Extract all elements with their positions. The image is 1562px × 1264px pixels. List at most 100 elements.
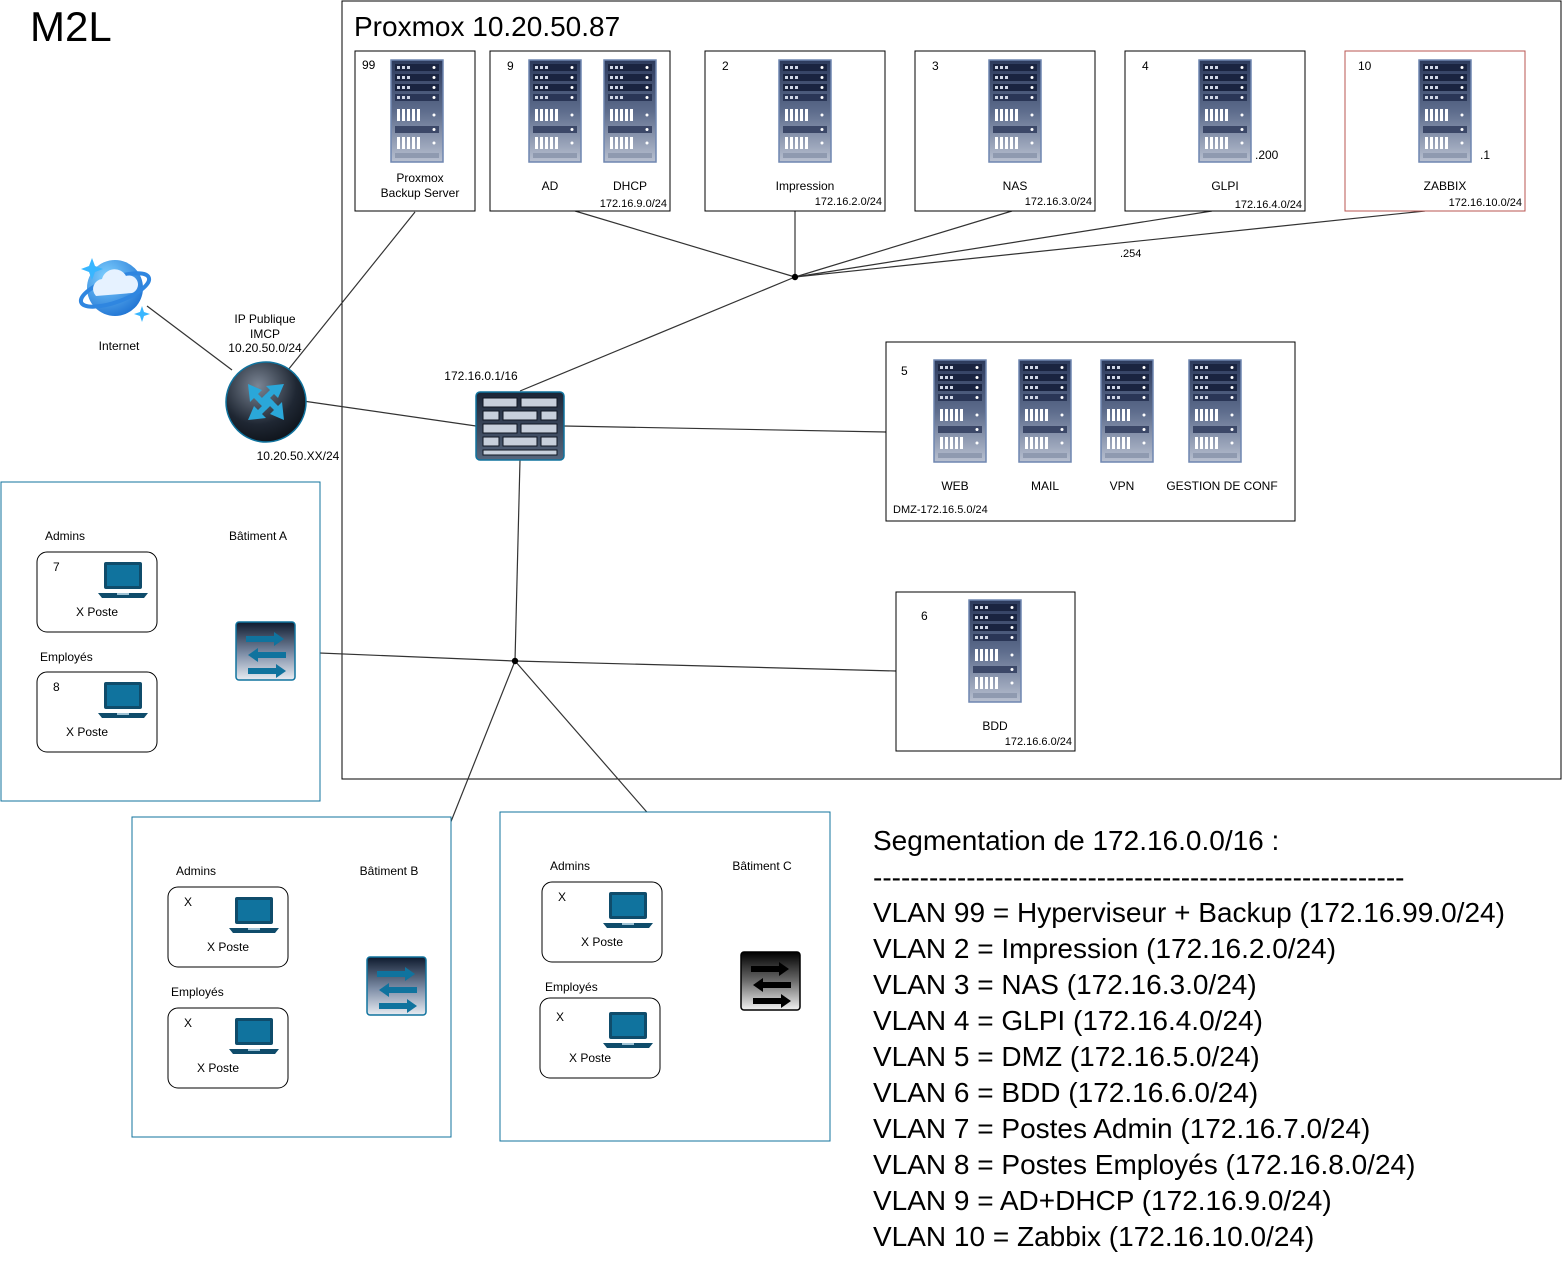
switch-icon[interactable]	[235, 621, 296, 681]
workstation-group-admins[interactable]: X X Poste	[167, 886, 289, 968]
subnet-label: 172.16.2.0/24	[815, 196, 882, 208]
poste-label: X Poste	[76, 605, 118, 619]
firewall-icon	[475, 391, 565, 461]
group-label: Employés	[171, 985, 224, 999]
vlan-line: VLAN 10 = Zabbix (172.16.10.0/24)	[873, 1221, 1314, 1252]
vlan-id-label: 3	[932, 59, 939, 73]
vlan-id-label: 6	[921, 609, 928, 623]
vlan-id-label: 2	[722, 59, 729, 73]
workstation-group-employes[interactable]: X X Poste	[167, 1007, 289, 1089]
subnet-label: 172.16.10.0/24	[1449, 197, 1522, 209]
group-label: Employés	[545, 980, 598, 994]
switch-icon[interactable]	[740, 951, 801, 1011]
subnet-label: 172.16.3.0/24	[1025, 196, 1092, 208]
server-rack-icon	[1198, 59, 1252, 163]
vlan-id-label: X	[184, 895, 192, 909]
building-c: Admins Bâtiment C X X Poste Employés X X…	[499, 811, 831, 1142]
vlan-id-label: 99	[362, 58, 376, 72]
group-label: Admins	[45, 529, 85, 543]
server-rack-icon	[1418, 59, 1472, 163]
vm-box-pbs[interactable]: 99 Proxmox Backup Server	[354, 50, 476, 212]
vlan-id-label: 5	[901, 364, 908, 378]
vm-name-label: DHCP	[613, 179, 647, 193]
vm-name-label: VPN	[1110, 479, 1135, 493]
vlan-line: VLAN 3 = NAS (172.16.3.0/24)	[873, 969, 1257, 1000]
poste-label: X Poste	[66, 725, 108, 739]
server-rack-icon	[778, 59, 832, 163]
vm-name-label: NAS	[1003, 179, 1028, 193]
firewall-node[interactable]: 172.16.0.1/16	[444, 369, 565, 461]
vm-name-label: GESTION DE CONF	[1166, 479, 1277, 493]
vm-name-label: Backup Server	[381, 186, 460, 200]
vm-name-label: Impression	[776, 179, 835, 193]
server-rack-icon	[968, 599, 1022, 703]
vm-name-label: Proxmox	[396, 171, 443, 185]
switch-icon[interactable]	[366, 956, 427, 1016]
vm-box-zabbix[interactable]: 10 .1 ZABBIX 172.16.10.0/24	[1344, 50, 1526, 212]
workstation-group-employes[interactable]: 8 X Poste	[36, 671, 158, 753]
vm-name-label: ZABBIX	[1424, 179, 1467, 193]
group-label: Admins	[550, 859, 590, 873]
router-icon	[225, 361, 307, 443]
vlan-line: VLAN 7 = Postes Admin (172.16.7.0/24)	[873, 1113, 1370, 1144]
server-rack-icon	[933, 359, 987, 463]
building-name: Bâtiment A	[229, 529, 287, 543]
poste-label: X Poste	[197, 1061, 239, 1075]
vm-name-label: AD	[542, 179, 559, 193]
segmentation-title: Segmentation de 172.16.0.0/16 :	[873, 825, 1279, 856]
vm-name-label: GLPI	[1211, 179, 1238, 193]
vm-box-impression[interactable]: 2 Impression 172.16.2.0/24	[704, 50, 886, 212]
internet-node[interactable]: Internet	[77, 258, 153, 353]
vlan-line: VLAN 4 = GLPI (172.16.4.0/24)	[873, 1005, 1263, 1036]
workstation-group-admins[interactable]: 7 X Poste	[36, 551, 158, 633]
vm-box-dmz[interactable]: 5 WEB MAIL VPN GESTION DE CONF DMZ-172.1…	[885, 341, 1296, 522]
vlan-id-label: X	[556, 1010, 564, 1024]
subnet-label: 172.16.9.0/24	[600, 198, 667, 210]
vlan-line: VLAN 6 = BDD (172.16.6.0/24)	[873, 1077, 1258, 1108]
subnet-label: 172.16.4.0/24	[1235, 199, 1302, 211]
vm-box-glpi[interactable]: 4 .200 GLPI 172.16.4.0/24	[1124, 50, 1306, 212]
vlan-id-label: 7	[53, 560, 60, 574]
server-rack-icon	[1188, 359, 1242, 463]
vlan-line: VLAN 9 = AD+DHCP (172.16.9.0/24)	[873, 1185, 1332, 1216]
router-label-line: 10.20.50.0/24	[228, 341, 302, 355]
subnet-label: 172.16.6.0/24	[1005, 736, 1072, 748]
internet-cloud-icon	[78, 258, 152, 322]
router-label-line: IMCP	[250, 327, 280, 341]
server-rack-icon	[1100, 359, 1154, 463]
vm-name-label: MAIL	[1031, 479, 1059, 493]
router-node[interactable]: IP Publique IMCP 10.20.50.0/24 10.20.50.…	[225, 312, 340, 463]
router-wan-label: 10.20.50.XX/24	[257, 449, 340, 463]
vlan-id-label: X	[558, 890, 566, 904]
building-name: Bâtiment C	[732, 859, 792, 873]
workstation-group-admins[interactable]: X X Poste	[541, 881, 663, 963]
vlan-line: VLAN 8 = Postes Employés (172.16.8.0/24)	[873, 1149, 1415, 1180]
proxmox-host-label: Proxmox 10.20.50.87	[354, 11, 620, 42]
vlan-line: VLAN 5 = DMZ (172.16.5.0/24)	[873, 1041, 1260, 1072]
workstation-group-employes[interactable]: X X Poste	[539, 997, 661, 1079]
server-rack-icon	[528, 59, 582, 163]
vlan-id-label: 4	[1142, 59, 1149, 73]
vm-box-ad-dhcp[interactable]: 9 AD DHCP 172.16.9.0/24	[489, 50, 671, 212]
segmentation-legend: Segmentation de 172.16.0.0/16 : --------…	[873, 825, 1505, 1252]
vm-name-label: WEB	[941, 479, 968, 493]
subnet-label: DMZ-172.16.5.0/24	[893, 504, 988, 516]
poste-label: X Poste	[581, 935, 623, 949]
server-rack-icon	[603, 59, 657, 163]
vm-box-nas[interactable]: 3 NAS 172.16.3.0/24	[914, 50, 1096, 212]
vlan-line: VLAN 99 = Hyperviseur + Backup (172.16.9…	[873, 897, 1505, 928]
building-b: Admins Bâtiment B X X Poste Employés X X…	[131, 816, 452, 1138]
vlan-id-label: 9	[507, 59, 514, 73]
router-label-line: IP Publique	[234, 312, 295, 326]
vlan-id-label: X	[184, 1016, 192, 1030]
diagram-title: M2L	[30, 3, 112, 50]
host-ip-label: .200	[1255, 148, 1279, 162]
vm-name-label: BDD	[982, 719, 1008, 733]
server-rack-icon	[988, 59, 1042, 163]
firewall-label: 172.16.0.1/16	[444, 369, 518, 383]
junction-dot	[511, 657, 519, 665]
group-label: Employés	[40, 650, 93, 664]
vm-box-bdd[interactable]: 6 BDD 172.16.6.0/24	[895, 591, 1076, 752]
vlan-id-label: 10	[1358, 59, 1372, 73]
